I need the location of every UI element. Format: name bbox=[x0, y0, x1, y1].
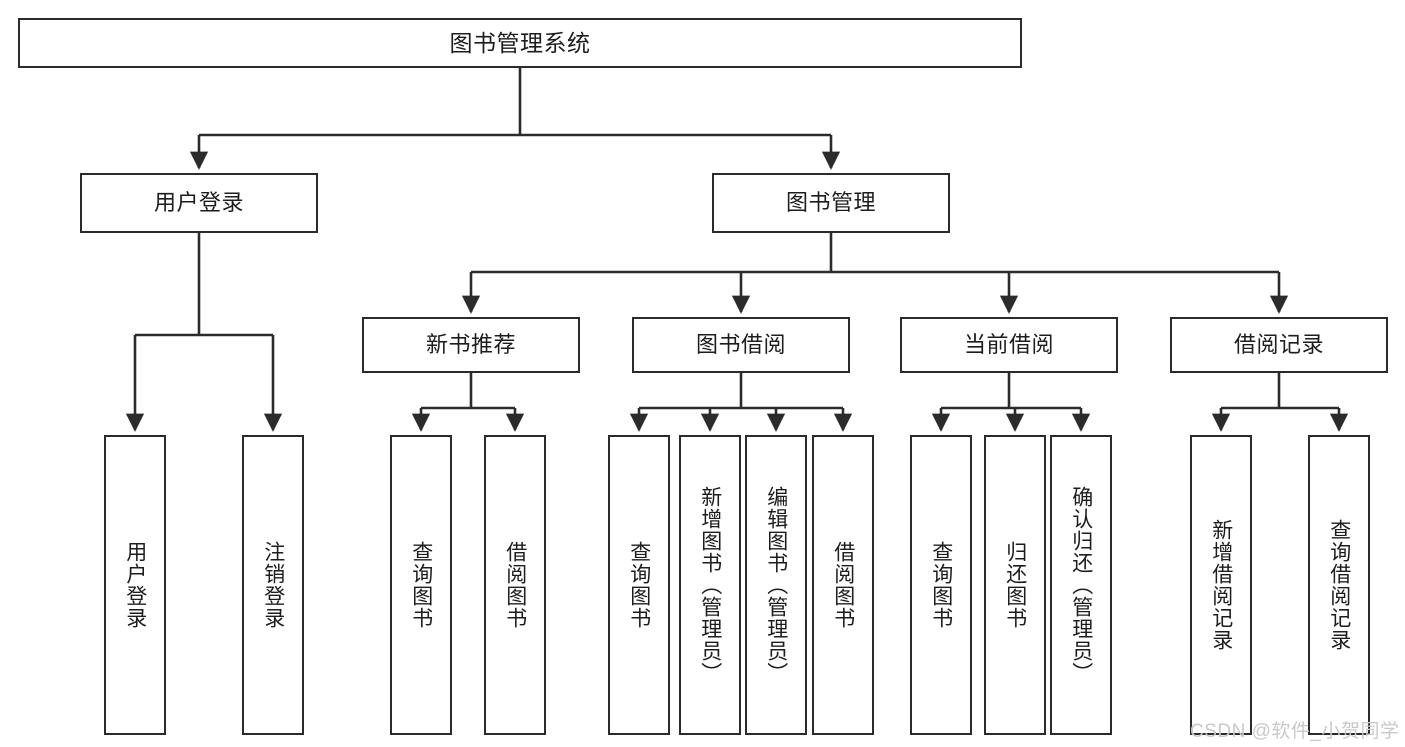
node-leaf-edit-book-label: 编辑图书（管理员） bbox=[764, 486, 788, 684]
csdn-watermark: CSDN @软件_小贺同学 bbox=[1190, 721, 1400, 742]
node-leaf-query-book-1-label: 查询图书 bbox=[409, 541, 433, 629]
node-leaf-user-logout[interactable]: 注销登录 bbox=[242, 435, 304, 735]
node-leaf-query-book-2[interactable]: 查询图书 bbox=[608, 435, 670, 735]
node-new-book-recommend-label: 新书推荐 bbox=[425, 332, 516, 358]
node-root[interactable]: 图书管理系统 bbox=[18, 18, 1022, 68]
node-user-login-label: 用户登录 bbox=[153, 190, 244, 216]
node-leaf-borrow-book-2-label: 借阅图书 bbox=[831, 541, 855, 629]
node-leaf-add-book[interactable]: 新增图书（管理员） bbox=[679, 435, 741, 735]
node-leaf-return-book[interactable]: 归还图书 bbox=[984, 435, 1046, 735]
node-leaf-edit-book[interactable]: 编辑图书（管理员） bbox=[745, 435, 807, 735]
node-leaf-borrow-book-1-label: 借阅图书 bbox=[503, 541, 527, 629]
node-current-borrow[interactable]: 当前借阅 bbox=[900, 317, 1118, 373]
node-leaf-query-record-label: 查询借阅记录 bbox=[1327, 519, 1351, 651]
node-leaf-add-record[interactable]: 新增借阅记录 bbox=[1190, 435, 1252, 735]
node-book-borrow[interactable]: 图书借阅 bbox=[632, 317, 850, 373]
node-leaf-add-record-label: 新增借阅记录 bbox=[1209, 519, 1233, 651]
node-leaf-query-book-2-label: 查询图书 bbox=[627, 541, 651, 629]
node-leaf-borrow-book-1[interactable]: 借阅图书 bbox=[484, 435, 546, 735]
node-leaf-return-book-label: 归还图书 bbox=[1003, 541, 1027, 629]
node-leaf-query-record[interactable]: 查询借阅记录 bbox=[1308, 435, 1370, 735]
node-borrow-record-label: 借阅记录 bbox=[1233, 332, 1324, 358]
node-new-book-recommend[interactable]: 新书推荐 bbox=[362, 317, 580, 373]
node-current-borrow-label: 当前借阅 bbox=[963, 332, 1054, 358]
node-leaf-user-login-label: 用户登录 bbox=[123, 541, 147, 629]
node-leaf-user-logout-label: 注销登录 bbox=[261, 541, 285, 629]
node-leaf-user-login[interactable]: 用户登录 bbox=[104, 435, 166, 735]
node-leaf-query-book-3-label: 查询图书 bbox=[929, 541, 953, 629]
node-book-management-label: 图书管理 bbox=[785, 190, 876, 216]
node-book-management[interactable]: 图书管理 bbox=[712, 173, 950, 233]
node-leaf-confirm-return[interactable]: 确认归还（管理员） bbox=[1050, 435, 1112, 735]
node-leaf-add-book-label: 新增图书（管理员） bbox=[698, 486, 722, 684]
node-book-borrow-label: 图书借阅 bbox=[695, 332, 786, 358]
node-user-login[interactable]: 用户登录 bbox=[80, 173, 318, 233]
node-leaf-confirm-return-label: 确认归还（管理员） bbox=[1069, 486, 1093, 684]
node-borrow-record[interactable]: 借阅记录 bbox=[1170, 317, 1388, 373]
node-leaf-query-book-3[interactable]: 查询图书 bbox=[910, 435, 972, 735]
node-leaf-borrow-book-2[interactable]: 借阅图书 bbox=[812, 435, 874, 735]
node-root-label: 图书管理系统 bbox=[449, 29, 591, 56]
node-leaf-query-book-1[interactable]: 查询图书 bbox=[390, 435, 452, 735]
